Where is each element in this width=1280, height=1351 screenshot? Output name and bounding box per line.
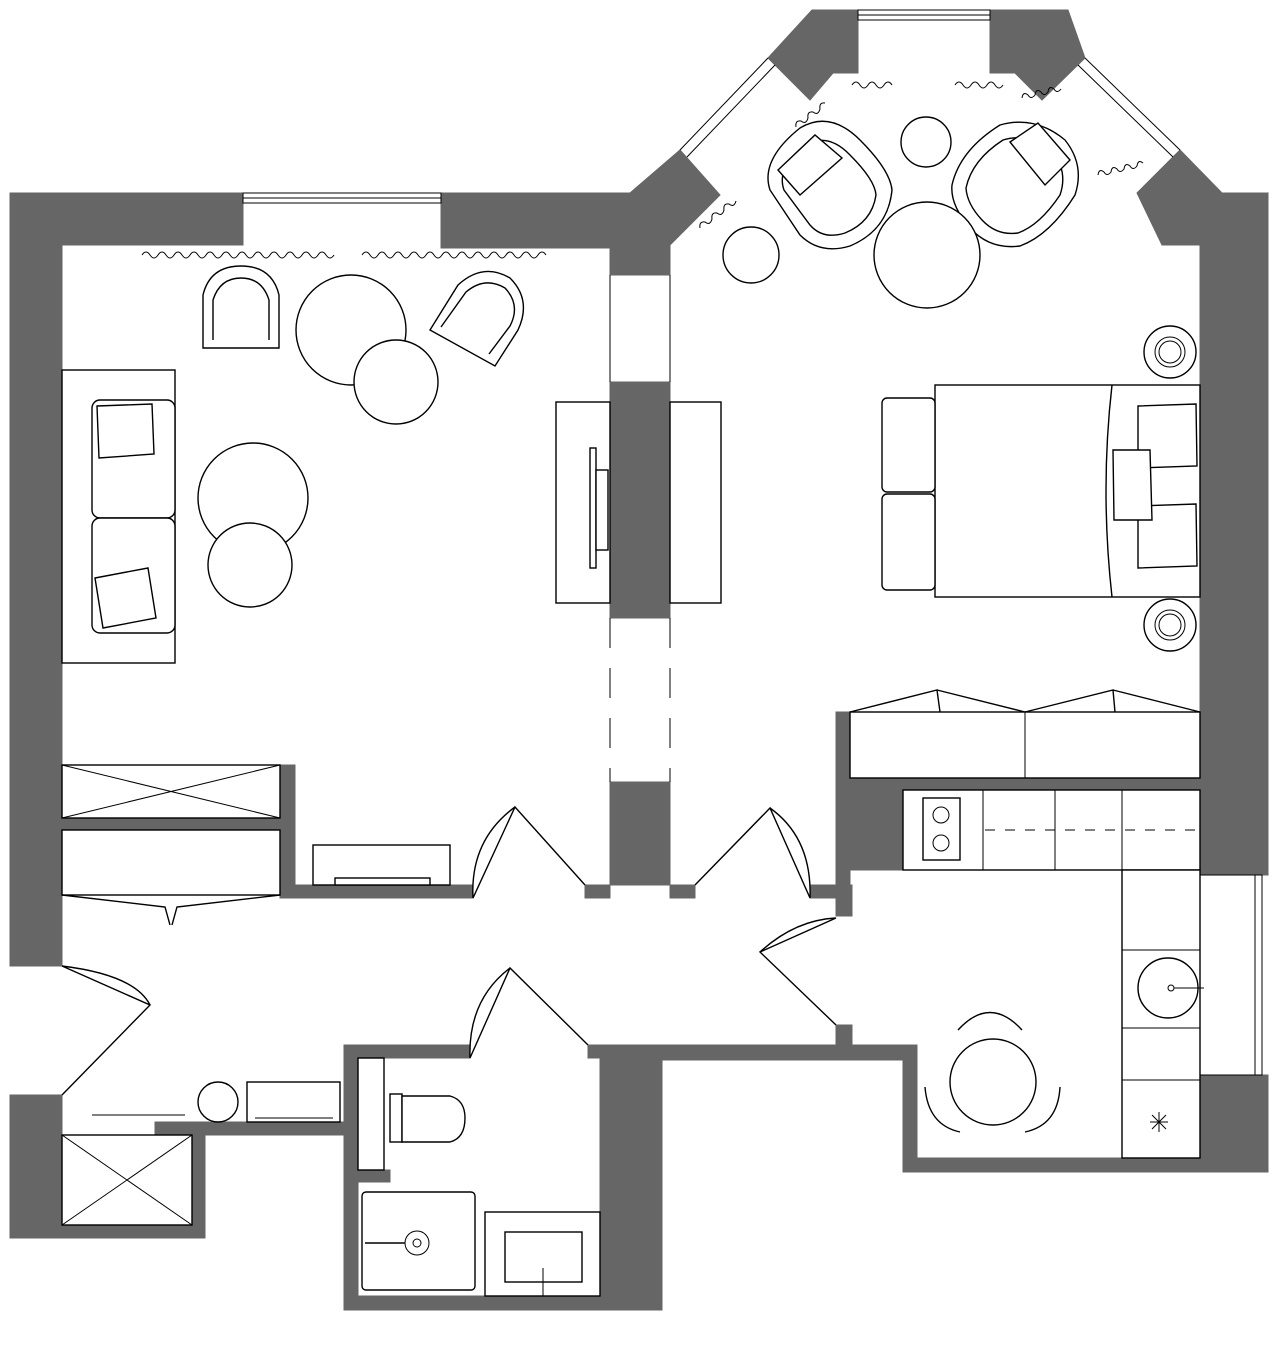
sofa-icon[interactable]	[61, 369, 176, 664]
shoe-cabinet-icon[interactable]	[246, 1081, 341, 1123]
nightstand-icon[interactable]	[1143, 325, 1197, 379]
door-icon[interactable]	[472, 805, 586, 899]
wall-kitchen-bottom	[902, 1157, 1269, 1173]
windows	[242, 9, 1263, 1076]
pouf-icon[interactable]	[197, 1081, 239, 1123]
wall-right-lower	[1199, 1074, 1269, 1173]
wall-kitchen-left	[902, 1044, 918, 1173]
curtain-icon	[699, 200, 737, 229]
hallway	[61, 1081, 341, 1226]
round-table-icon[interactable]	[873, 201, 981, 309]
wardrobe-icon[interactable]	[849, 689, 1201, 779]
stove-icon[interactable]	[922, 797, 961, 861]
bathtub-icon[interactable]	[484, 1211, 601, 1297]
window-icon	[679, 57, 776, 158]
wall-kitchen-top-block	[835, 777, 904, 871]
doors	[61, 275, 837, 1096]
window-icon	[1199, 874, 1263, 1076]
shower-icon[interactable]	[361, 1191, 476, 1291]
curtain-icon	[361, 251, 547, 259]
living-room	[61, 265, 722, 926]
wall-right	[1199, 191, 1269, 876]
door-icon[interactable]	[694, 806, 811, 899]
door-icon[interactable]	[758, 917, 837, 1026]
curtain-icon	[795, 102, 826, 128]
wall-partition-bottom	[609, 781, 671, 886]
chair-icon[interactable]	[957, 1011, 1023, 1031]
wall-closet-right	[279, 764, 296, 899]
curtains	[141, 81, 1144, 259]
wall-kitchen-door-stub	[835, 897, 853, 917]
round-table-icon[interactable]	[900, 116, 952, 168]
pouf-icon[interactable]	[722, 226, 780, 284]
wall-kitchen-top-strip	[849, 777, 1201, 791]
armchair-icon[interactable]	[202, 265, 280, 349]
wall-entrance-left	[9, 1094, 63, 1239]
wall-partition-middle	[609, 381, 671, 619]
wall-entrance-top	[154, 1121, 345, 1136]
wall-entrance-right	[191, 1124, 206, 1239]
wardrobe-icon[interactable]	[61, 1134, 193, 1226]
wall-bath-top-right	[587, 1044, 663, 1059]
round-table-icon[interactable]	[207, 522, 293, 608]
wc-cabinet	[357, 1057, 385, 1171]
wall-hall-bottom-stub	[835, 1024, 853, 1061]
kitchen	[902, 789, 1204, 1159]
wardrobe-icon[interactable]	[61, 764, 281, 819]
curtain-icon	[1021, 87, 1062, 99]
wall-right-top-fill	[1161, 192, 1269, 246]
chair-icon[interactable]	[924, 1086, 961, 1133]
chair-icon[interactable]	[1024, 1086, 1061, 1133]
wall-living-bottom	[279, 884, 474, 899]
bedroom	[722, 116, 1201, 779]
wall-top-middle	[440, 192, 631, 249]
wall-closet-divider	[61, 817, 281, 831]
curtain-icon	[1097, 161, 1144, 176]
toilet-icon[interactable]	[389, 1093, 466, 1143]
wall-wc-partition	[357, 1169, 391, 1183]
curtain-icon	[141, 251, 335, 259]
wall-partition-foot-left	[584, 884, 611, 899]
sink-icon[interactable]	[1137, 957, 1204, 1019]
round-table-icon[interactable]	[353, 339, 439, 425]
wall-kitchen-door-left	[809, 884, 853, 899]
window-icon	[857, 9, 991, 21]
tv-stand-icon[interactable]	[555, 401, 722, 604]
wall-bath-bottom	[343, 1295, 663, 1311]
door-icon[interactable]	[469, 966, 589, 1059]
curtain-icon	[954, 81, 1004, 89]
wall-entrance-bottom	[9, 1224, 206, 1239]
wall-left-upper	[9, 192, 63, 967]
wall-bath-left	[343, 1044, 359, 1311]
bathroom	[357, 1057, 601, 1297]
armchair-icon[interactable]	[767, 120, 893, 250]
wall-bay-top-right	[989, 9, 1086, 101]
wardrobe-icon[interactable]	[61, 829, 281, 926]
nightstand-icon[interactable]	[1143, 598, 1197, 652]
window-icon	[242, 192, 442, 204]
dishwasher-icon	[1150, 1112, 1168, 1132]
dining-table-icon[interactable]	[924, 1011, 1061, 1133]
console-icon[interactable]	[312, 844, 451, 886]
door-icon[interactable]	[61, 965, 152, 1096]
wall-partition-top	[609, 244, 671, 276]
bed-icon[interactable]	[934, 384, 1201, 598]
wall-bay-top-left	[767, 9, 859, 101]
wall-bath-right	[599, 1044, 663, 1311]
bench-icon[interactable]	[881, 397, 936, 591]
window-icon	[1077, 57, 1181, 158]
curtain-icon	[851, 81, 893, 89]
wall-partition-foot-right	[669, 884, 696, 899]
wall-top-left	[9, 192, 244, 246]
wall-bath-top-left	[343, 1044, 471, 1059]
armchair-icon[interactable]	[429, 270, 525, 367]
walls	[9, 9, 1269, 1311]
